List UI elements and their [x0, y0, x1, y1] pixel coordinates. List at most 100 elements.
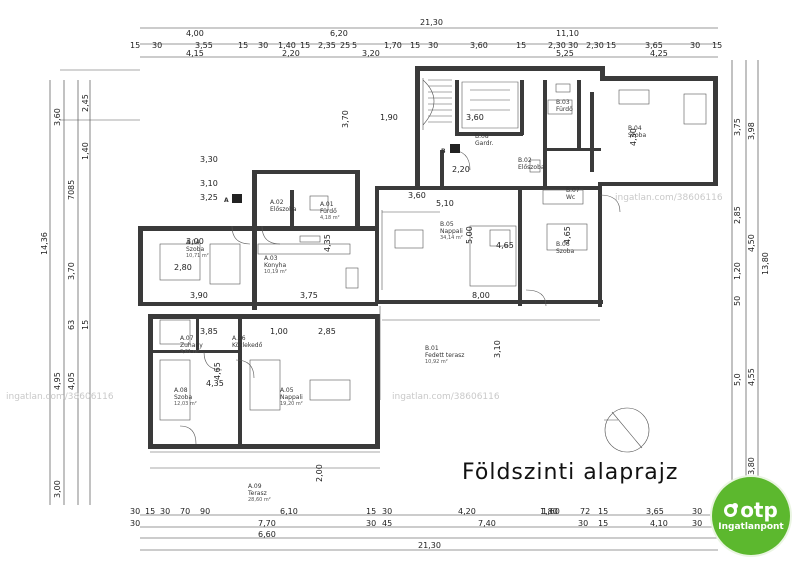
dim-bottom-row1-7: 30	[382, 507, 392, 516]
dim-right-dims-3: 4,50	[747, 234, 756, 252]
dim-top-row3-3: 5,25	[556, 49, 574, 58]
dim-bottom-row1-5: 6,10	[280, 507, 298, 516]
dim-top-row2-19: 3,65	[645, 41, 663, 50]
room-b-05-id: B.05	[440, 221, 454, 228]
section-marker-b-label: B	[441, 148, 446, 155]
room-a-07-name: Zuhany	[180, 342, 203, 349]
dim-top-row3-2: 3,20	[362, 49, 380, 58]
inner-dim-21: 3,85	[200, 327, 218, 336]
dim-top-overall: 21,30	[420, 18, 443, 27]
inner-dim-9: 2,85	[318, 327, 336, 336]
room-b-08-id: B.08	[475, 133, 489, 140]
inner-dim-22: 4,65	[563, 226, 572, 244]
inner-dim-1: 3,10	[200, 179, 218, 188]
inner-dim-24: 1,60	[542, 507, 560, 516]
dim-bottom-row2-0: 30	[130, 519, 140, 528]
room-a-06-id: A.06	[232, 335, 246, 342]
room-a-07-area: 3,61 m²	[180, 349, 200, 355]
dim-bottom-row2-5: 30	[578, 519, 588, 528]
dim-left-dims-6: 3,70	[67, 262, 76, 280]
dim-left-dims-2: 85	[67, 180, 76, 190]
dim-top-row2-17: 2,30	[586, 41, 604, 50]
inner-dim-15: 4,65	[496, 241, 514, 250]
inner-dim-26: 3,70	[341, 110, 350, 128]
room-a-05-area: 19,20 m²	[280, 401, 303, 407]
dim-top-row2-0: 15	[130, 41, 140, 50]
watermark-right: ingatlan.com/38606116	[615, 193, 723, 203]
dim-top-row2-13: 3,60	[470, 41, 488, 50]
inner-dim-10: 4,65	[213, 362, 222, 380]
room-a-04-name: Szoba	[186, 246, 204, 253]
dim-bottom-row1-11: 15	[598, 507, 608, 516]
inner-dim-4: 2,80	[174, 263, 192, 272]
dim-bottom-row3-0: 6,60	[258, 530, 276, 539]
dim-right-dims-1: 3,98	[747, 122, 756, 140]
dim-right-overall: 13,80	[761, 252, 770, 275]
section-marker-a-label: A	[224, 197, 229, 204]
dim-top-row2-3: 15	[238, 41, 248, 50]
dim-left-dims-0: 3,60	[53, 108, 62, 126]
dim-bottom-row1-0: 30	[130, 507, 140, 516]
dim-top-row2-8: 25	[340, 41, 350, 50]
inner-dim-2: 3,25	[200, 193, 218, 202]
dim-left-dims-7: 63	[67, 320, 76, 330]
dim-top-row2-21: 15	[712, 41, 722, 50]
room-a-03-name: Konyha	[264, 262, 286, 269]
dim-bottom-row1-1: 15	[145, 507, 155, 516]
dim-left-overall: 14,36	[40, 232, 49, 255]
inner-dim-17: 1,90	[380, 113, 398, 122]
inner-dim-8: 1,00	[270, 327, 288, 336]
dim-bottom-row2-4: 7,40	[478, 519, 496, 528]
room-a-08-area: 12,03 m²	[174, 401, 197, 407]
dim-top-row1-1: 6,20	[330, 29, 348, 38]
interior-details	[60, 69, 707, 469]
room-a-01-name: Fürdő	[320, 208, 337, 215]
logo-brand-text: otp	[740, 498, 778, 522]
dim-bottom-overall: 21,30	[418, 541, 441, 550]
dim-top-row2-11: 15	[410, 41, 420, 50]
dim-top-row1-2: 11,10	[556, 29, 579, 38]
room-b-07-id: B.07	[566, 187, 580, 194]
dim-top-row2-18: 15	[606, 41, 616, 50]
plan-title: Földszinti alaprajz	[462, 460, 678, 485]
room-a-05-id: A.05	[280, 387, 294, 394]
inner-dim-18: 3,60	[466, 113, 484, 122]
room-b-02-name: Előszoba	[518, 164, 545, 171]
inner-dim-13: 5,10	[436, 199, 454, 208]
room-a-06-name: Közlekedő	[232, 342, 263, 349]
dim-right-dims-2: 2,85	[733, 206, 742, 224]
dim-bottom-row1-3: 70	[180, 507, 190, 516]
logo-sub-text: Ingatlanpont	[718, 522, 784, 532]
inner-dim-25: 2,20	[452, 165, 470, 174]
dim-bottom-row1-6: 15	[366, 507, 376, 516]
dim-top-row2-12: 30	[428, 41, 438, 50]
dim-left-dims-8: 4,95	[53, 372, 62, 390]
dim-right-dims-6: 5,0	[733, 373, 742, 386]
room-a-01-id: A.01	[320, 201, 334, 208]
room-a-04-id: A.04	[186, 239, 200, 246]
inner-dim-11: 4,35	[206, 379, 224, 388]
dim-top-row3-1: 2,20	[282, 49, 300, 58]
room-b-03-id: B.03	[556, 99, 570, 106]
dim-top-row2-10: 1,70	[384, 41, 402, 50]
room-b-04-name: Szoba	[628, 132, 646, 139]
dim-top-row2-20: 30	[690, 41, 700, 50]
inner-dim-16: 8,00	[472, 291, 490, 300]
dim-right-dims-8: 13,80	[747, 457, 756, 480]
room-b-06-id: B.06	[556, 241, 570, 248]
dim-bottom-row1-2: 30	[160, 507, 170, 516]
dim-top-row2-2: 3,55	[195, 41, 213, 50]
walls	[138, 66, 718, 449]
room-a-09-id: A.09	[248, 483, 262, 490]
dim-left-dims-3: 1,40	[81, 142, 90, 160]
dim-top-row2-1: 30	[152, 41, 162, 50]
dim-bottom-row2-8: 30	[692, 519, 702, 528]
section-marker-a-icon	[232, 194, 242, 203]
